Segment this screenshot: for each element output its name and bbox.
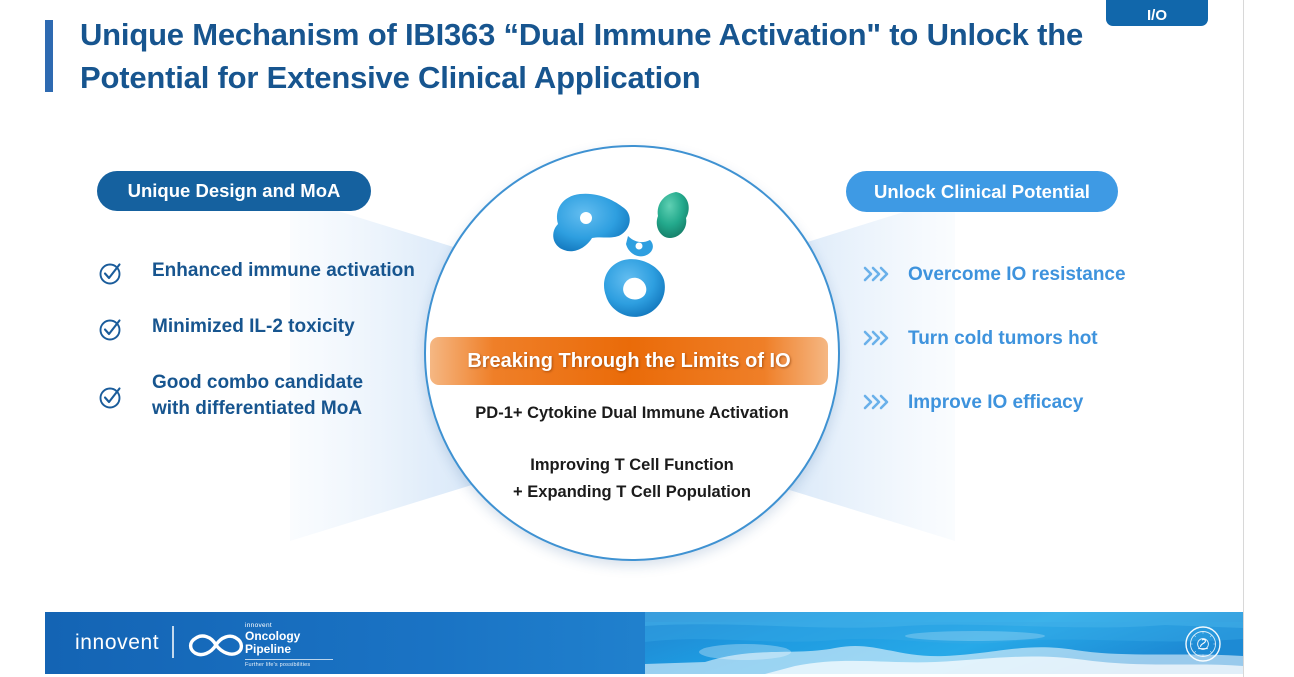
io-badge: I/O	[1106, 0, 1208, 26]
slide-right-edge-rule	[1243, 0, 1244, 677]
center-subtitle-secondary-line-a: Improving T Cell Function	[530, 456, 734, 474]
list-item-label: Good combo candidate with differentiated…	[130, 370, 363, 422]
triple-chevron-icon	[862, 326, 894, 348]
ocean-wave-photo-icon	[645, 612, 1243, 674]
check-circle-icon	[98, 314, 130, 342]
list-item: Overcome IO resistance	[862, 262, 1192, 288]
list-item-label: Improve IO efficacy	[908, 392, 1084, 413]
pipeline-brand-main-line-b: Pipeline	[245, 642, 292, 656]
list-item-label: Minimized IL-2 toxicity	[152, 316, 355, 337]
list-item-label-line-b: with differentiated MoA	[152, 398, 363, 419]
footer-divider	[172, 626, 174, 658]
list-item-label: Enhanced immune activation	[152, 260, 415, 281]
slide-canvas: Unique Mechanism of IBI363 “Dual Immune …	[45, 0, 1243, 674]
list-item: Improve IO efficacy	[862, 390, 1192, 416]
list-item-label: Turn cold tumors hot	[908, 328, 1098, 349]
center-subtitle-secondary-line-b: + Expanding T Cell Population	[513, 483, 751, 501]
center-subtitle-secondary: Improving T Cell Function + Expanding T …	[430, 452, 834, 506]
list-item: Enhanced immune activation	[98, 258, 458, 286]
oncology-pipeline-logo: innovent Oncology Pipeline Further life'…	[245, 622, 365, 668]
triple-chevron-icon	[862, 390, 894, 412]
infinity-loop-icon	[188, 634, 244, 657]
pipeline-tagline: Further life's possibilities	[245, 662, 311, 668]
page-title: Unique Mechanism of IBI363 “Dual Immune …	[80, 17, 1084, 95]
list-item: Good combo candidate with differentiated…	[98, 370, 458, 422]
list-item-label: Overcome IO resistance	[908, 264, 1126, 285]
left-bullet-list: Enhanced immune activation Minimized IL-…	[98, 258, 458, 450]
pipeline-brand-main: Oncology Pipeline	[245, 630, 365, 656]
pill-unlock-clinical-potential: Unlock Clinical Potential	[846, 171, 1118, 212]
footer-bar: innovent innovent Oncology Pipeline Furt…	[45, 612, 1243, 674]
pipeline-brand-main-line-a: Oncology	[245, 629, 301, 643]
innovent-wordmark: innovent	[75, 631, 160, 654]
right-bullet-list: Overcome IO resistance Turn cold tumors …	[862, 262, 1192, 454]
pill-unique-design-moa: Unique Design and MoA	[97, 171, 371, 211]
check-circle-icon	[98, 258, 130, 286]
check-circle-icon	[98, 370, 130, 410]
antibody-molecule-icon	[553, 192, 689, 317]
breaking-through-banner: Breaking Through the Limits of IO	[430, 337, 828, 385]
pipeline-brand-top: innovent	[245, 622, 272, 629]
list-item: Minimized IL-2 toxicity	[98, 314, 458, 342]
list-item-label-line-a: Good combo candidate	[152, 372, 364, 393]
footer-gradient-left	[45, 612, 685, 674]
list-item: Turn cold tumors hot	[862, 326, 1192, 352]
pipeline-rule	[245, 659, 333, 660]
title-accent-bar	[45, 20, 53, 92]
triple-chevron-icon	[862, 262, 894, 284]
center-subtitle-primary: PD-1+ Cytokine Dual Immune Activation	[475, 404, 789, 422]
hospital-seal-emblem-icon	[1185, 626, 1221, 662]
